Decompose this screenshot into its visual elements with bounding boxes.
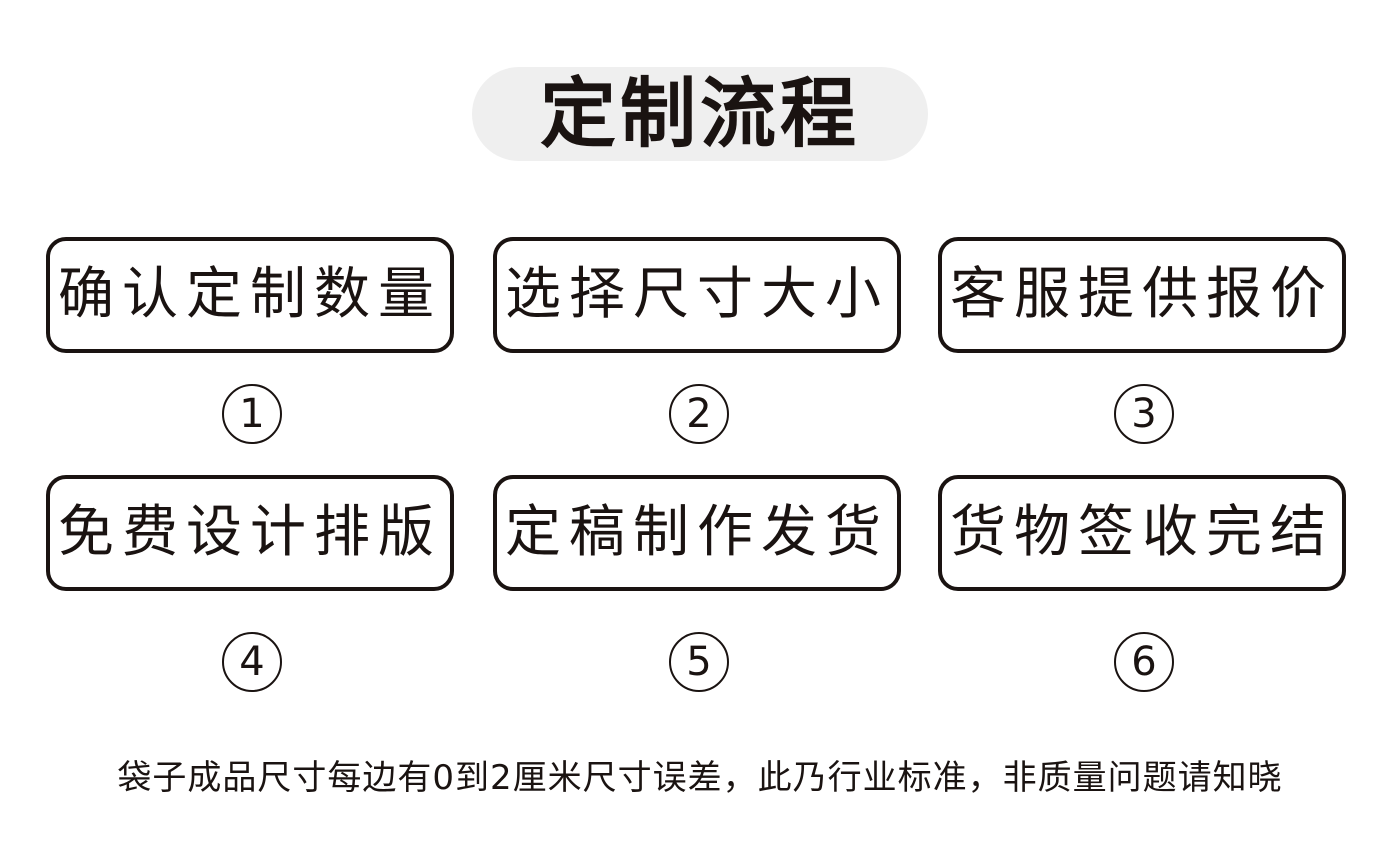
step-number-5: 5 <box>669 632 729 692</box>
step-number-3: 3 <box>1114 384 1174 444</box>
step-box-2: 选择尺寸大小 <box>493 237 901 353</box>
step-label-4: 免费设计排版 <box>58 500 442 565</box>
step-label-1: 确认定制数量 <box>58 262 442 327</box>
page-title: 定制流程 <box>540 69 860 158</box>
step-label-2: 选择尺寸大小 <box>505 262 889 327</box>
step-number-4: 4 <box>222 632 282 692</box>
step-box-5: 定稿制作发货 <box>493 475 901 591</box>
title-banner: 定制流程 <box>472 67 928 161</box>
disclaimer-note: 袋子成品尺寸每边有0到2厘米尺寸误差，此乃行业标准，非质量问题请知晓 <box>117 758 1283 798</box>
step-number-1: 1 <box>222 384 282 444</box>
step-box-1: 确认定制数量 <box>46 237 454 353</box>
step-box-4: 免费设计排版 <box>46 475 454 591</box>
step-label-5: 定稿制作发货 <box>505 500 889 565</box>
step-number-6: 6 <box>1114 632 1174 692</box>
step-box-6: 货物签收完结 <box>938 475 1346 591</box>
step-label-6: 货物签收完结 <box>950 500 1334 565</box>
step-label-3: 客服提供报价 <box>950 262 1334 327</box>
step-number-2: 2 <box>669 384 729 444</box>
step-box-3: 客服提供报价 <box>938 237 1346 353</box>
